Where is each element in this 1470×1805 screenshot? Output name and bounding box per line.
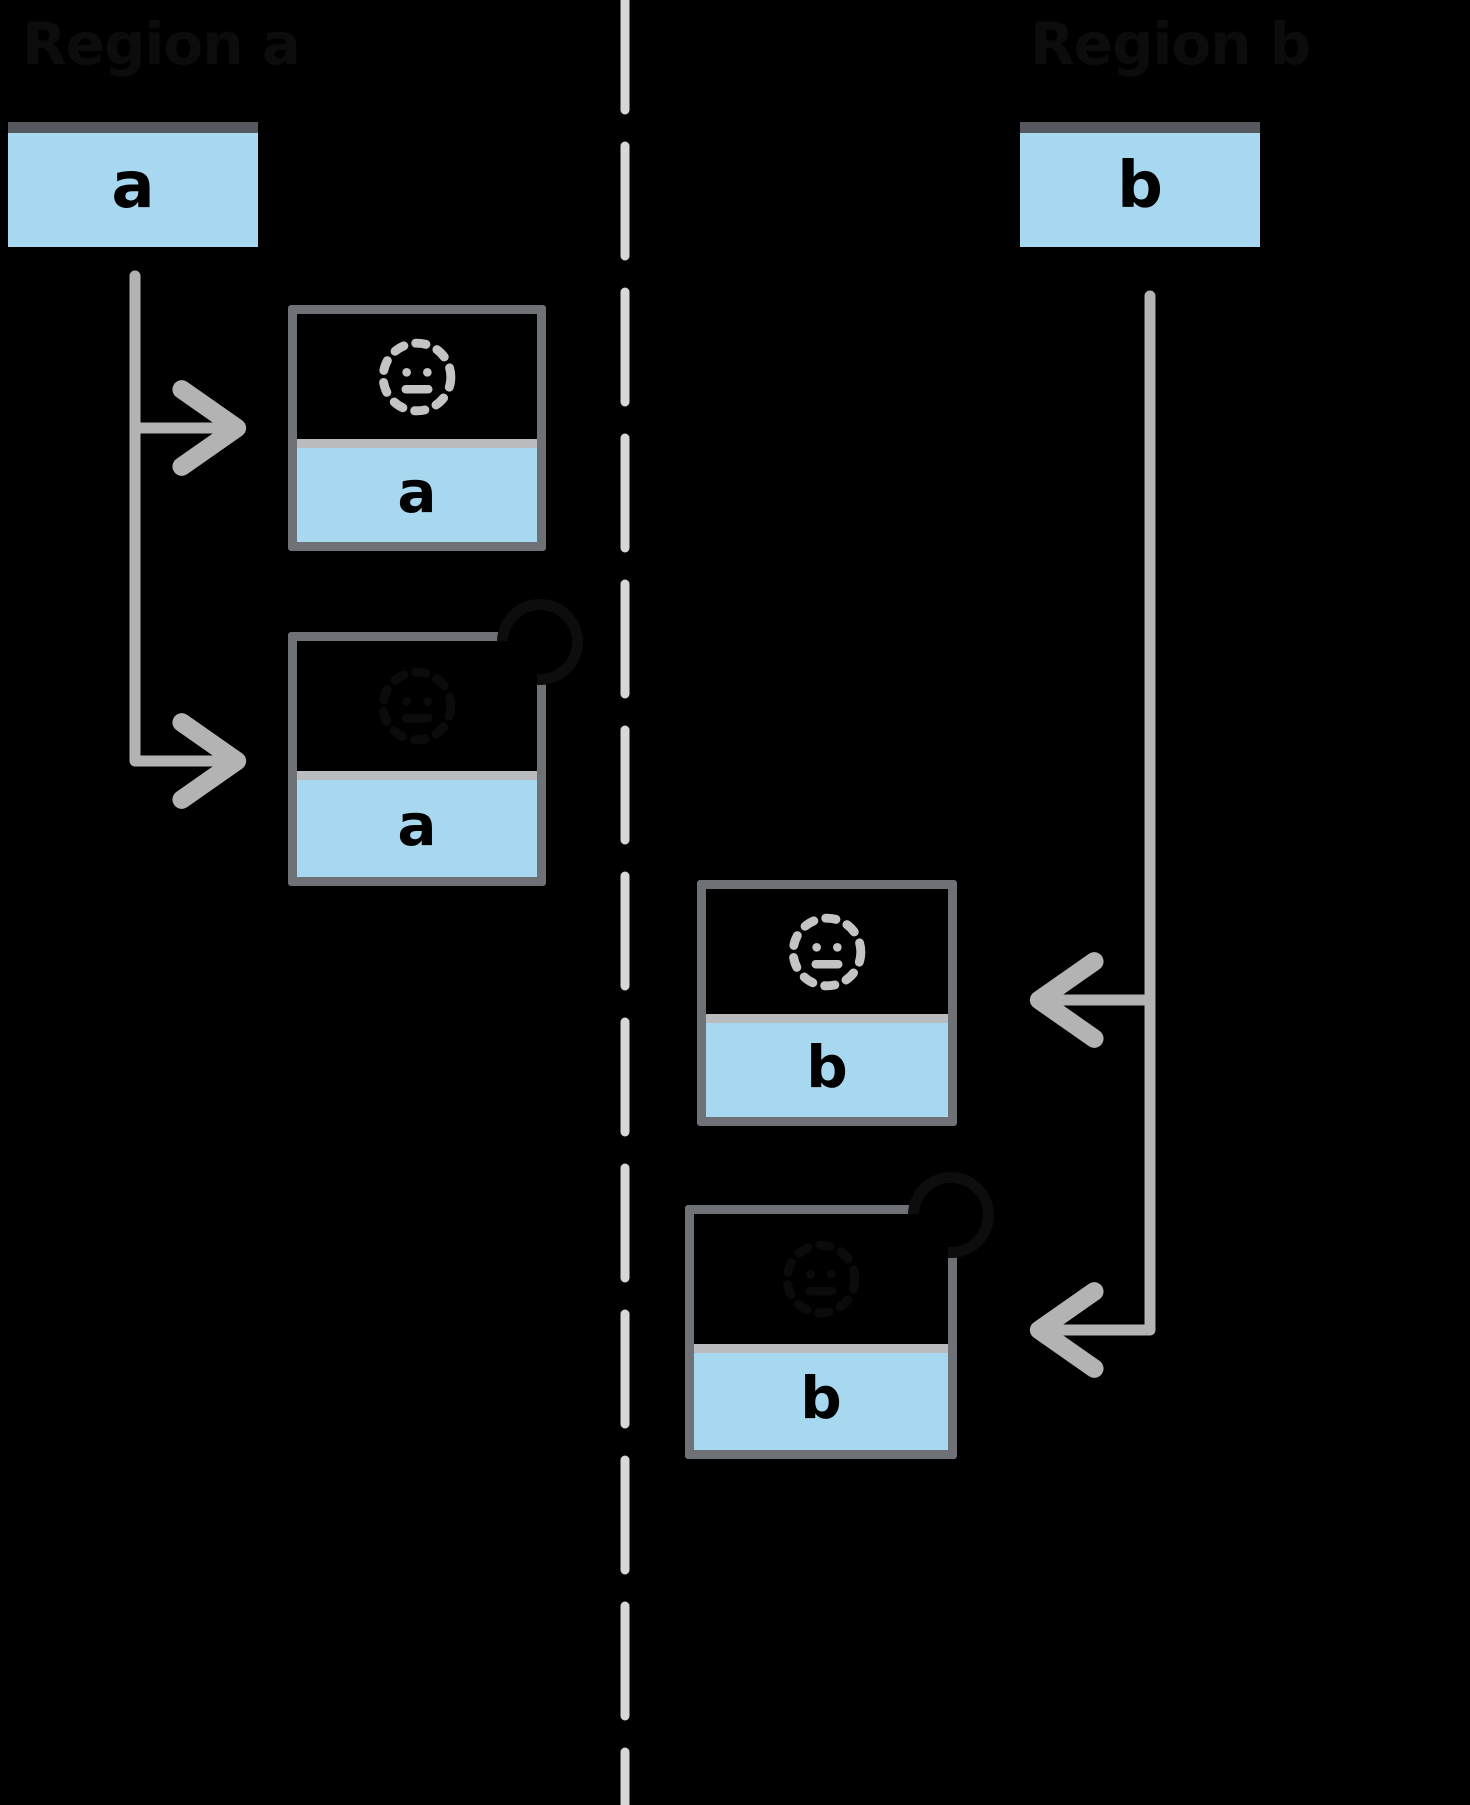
dashed-face-icon	[782, 1240, 860, 1318]
node-bar-a[interactable]: a	[8, 122, 258, 247]
card-a-2-foot: a	[297, 770, 537, 877]
group-title-right: Region b	[1030, 10, 1311, 78]
card-a-2-head	[297, 641, 537, 771]
connector-b-to-card-1	[1029, 290, 1156, 1048]
card-a-1-label: a	[397, 458, 437, 527]
node-bar-b[interactable]: b	[1020, 122, 1260, 247]
card-a-2[interactable]: a	[288, 599, 583, 886]
dashed-face-icon	[378, 667, 456, 745]
connector-a-to-card-2	[129, 422, 247, 809]
dashed-face-icon	[378, 338, 456, 415]
card-a-1[interactable]: a	[288, 305, 546, 551]
card-b-1-foot: b	[706, 1014, 948, 1117]
card-a-1-head	[297, 314, 537, 440]
card-a-1-foot: a	[297, 439, 537, 542]
dashed-face-icon	[788, 913, 866, 990]
card-b-1-head	[706, 889, 948, 1015]
card-b-1[interactable]: b	[697, 880, 957, 1126]
card-b-2[interactable]: b	[685, 1172, 994, 1459]
connector-a-to-card-1	[129, 270, 247, 476]
card-b-1-label: b	[806, 1033, 848, 1102]
card-b-2-foot: b	[694, 1343, 948, 1450]
group-title-left: Region a	[22, 10, 301, 78]
card-a-2-label: a	[397, 791, 437, 860]
connector-b-to-card-2	[1029, 994, 1156, 1378]
card-b-2-head	[694, 1214, 948, 1344]
node-bar-a-label: a	[111, 149, 155, 223]
card-b-2-label: b	[800, 1364, 842, 1433]
node-bar-b-label: b	[1117, 149, 1163, 223]
